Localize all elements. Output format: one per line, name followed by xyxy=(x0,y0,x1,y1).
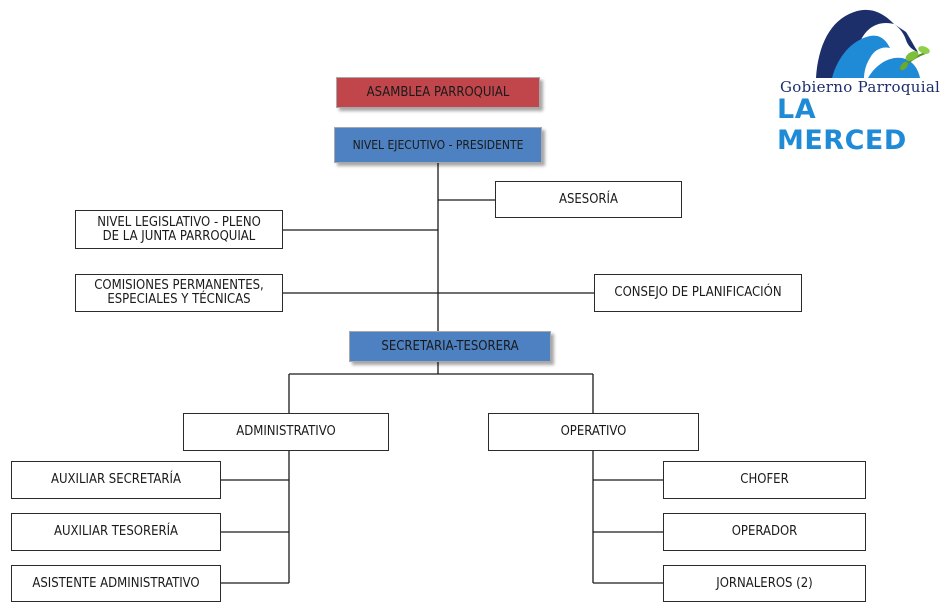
node-comisiones: COMISIONES PERMANENTES, ESPECIALES Y TÉC… xyxy=(75,274,283,312)
node-operativo-label: OPERATIVO xyxy=(560,424,627,439)
node-secretaria-tesorera: SECRETARIA-TESORERA xyxy=(349,331,551,362)
node-asamblea-label: ASAMBLEA PARROQUIAL xyxy=(366,84,510,100)
node-jornaleros: JORNALEROS (2) xyxy=(663,565,866,602)
node-comisiones-label: COMISIONES PERMANENTES, ESPECIALES Y TÉC… xyxy=(94,278,264,307)
node-aux-tesoreria-label: AUXILIAR TESORERÍA xyxy=(53,524,179,539)
logo-line-2: LA MERCED xyxy=(777,94,907,156)
node-aux-secretaria-label: AUXILIAR SECRETARÍA xyxy=(50,472,181,487)
node-ejecutivo-label: NIVEL EJECUTIVO - PRESIDENTE xyxy=(352,138,524,152)
gobierno-parroquial-logo: Gobierno Parroquial LA MERCED xyxy=(772,6,947,156)
node-asistente-label: ASISTENTE ADMINISTRATIVO xyxy=(32,575,200,591)
node-jornaleros-label: JORNALEROS (2) xyxy=(716,575,813,591)
node-chofer: CHOFER xyxy=(663,461,866,499)
node-operador-label: OPERADOR xyxy=(731,524,798,539)
node-operador: OPERADOR xyxy=(663,513,866,551)
node-nivel-ejecutivo: NIVEL EJECUTIVO - PRESIDENTE xyxy=(334,127,542,163)
node-asistente-administrativo: ASISTENTE ADMINISTRATIVO xyxy=(11,565,221,602)
logo-mountain-icon xyxy=(816,9,930,78)
node-administrativo: ADMINISTRATIVO xyxy=(183,413,389,451)
logo-line-1: Gobierno Parroquial xyxy=(780,78,941,96)
node-operativo: OPERATIVO xyxy=(488,413,699,451)
node-nivel-legislativo: NIVEL LEGISLATIVO - PLENO DE LA JUNTA PA… xyxy=(75,210,283,249)
node-asesoria: ASESORÍA xyxy=(495,181,682,218)
node-asamblea-parroquial: ASAMBLEA PARROQUIAL xyxy=(336,77,540,108)
node-legislativo-label: NIVEL LEGISLATIVO - PLENO DE LA JUNTA PA… xyxy=(97,214,261,244)
node-consejo-planificacion: CONSEJO DE PLANIFICACIÓN xyxy=(594,274,802,312)
node-secretaria-label: SECRETARIA-TESORERA xyxy=(381,338,519,354)
node-chofer-label: CHOFER xyxy=(740,472,789,487)
node-consejo-label: CONSEJO DE PLANIFICACIÓN xyxy=(614,285,782,300)
node-administrativo-label: ADMINISTRATIVO xyxy=(236,424,336,439)
node-auxiliar-secretaria: AUXILIAR SECRETARÍA xyxy=(11,461,221,499)
node-asesoria-label: ASESORÍA xyxy=(558,191,618,207)
node-auxiliar-tesoreria: AUXILIAR TESORERÍA xyxy=(11,513,221,551)
